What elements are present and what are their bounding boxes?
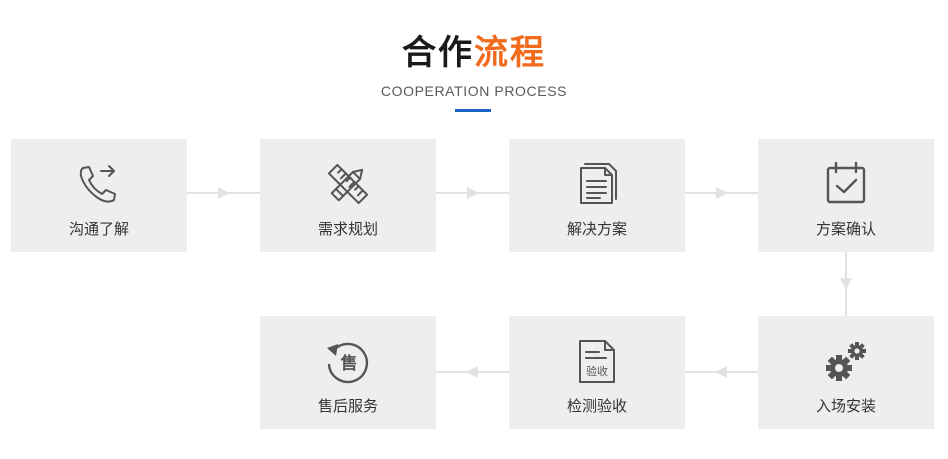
step-label: 检测验收: [566, 397, 627, 415]
document-icon: [572, 159, 622, 209]
connector-arrow-2: [436, 187, 509, 199]
inspection-icon-text: 验收: [586, 364, 608, 378]
step-card-installation[interactable]: 入场安装: [758, 316, 934, 429]
step-card-solution[interactable]: 解决方案: [509, 139, 685, 252]
title-part-2: 流程: [474, 33, 546, 73]
step-card-planning[interactable]: 需求规划: [260, 139, 436, 252]
connector-arrow-4: [840, 252, 852, 316]
connector-arrow-6: [436, 366, 509, 378]
connector-arrow-3: [685, 187, 758, 199]
after-sales-icon-text: 售: [341, 353, 358, 374]
section-subtitle: COOPERATION PROCESS: [380, 83, 568, 99]
inspection-document-icon: 验收: [572, 336, 622, 386]
step-label: 入场安装: [815, 397, 876, 415]
step-card-confirm[interactable]: 方案确认: [758, 139, 934, 252]
phone-icon: [74, 159, 124, 209]
connector-arrow-1: [187, 187, 260, 199]
title-underline: [455, 109, 491, 112]
step-card-after-sales[interactable]: 售 售后服务: [260, 316, 436, 429]
gears-icon: [821, 336, 871, 386]
step-label: 方案确认: [815, 220, 876, 238]
step-card-communicate[interactable]: 沟通了解: [11, 139, 187, 252]
step-label: 需求规划: [317, 220, 378, 238]
section-title: 合作流程: [0, 30, 948, 76]
title-part-1: 合作: [402, 33, 474, 73]
step-label: 解决方案: [566, 220, 627, 238]
calendar-check-icon: [821, 159, 871, 209]
pencil-ruler-icon: [323, 159, 373, 209]
after-sales-refresh-icon: 售: [323, 336, 373, 386]
step-card-inspection[interactable]: 验收 检测验收: [509, 316, 685, 429]
step-label: 售后服务: [317, 397, 378, 415]
connector-arrow-5: [685, 366, 758, 378]
step-label: 沟通了解: [68, 220, 129, 238]
